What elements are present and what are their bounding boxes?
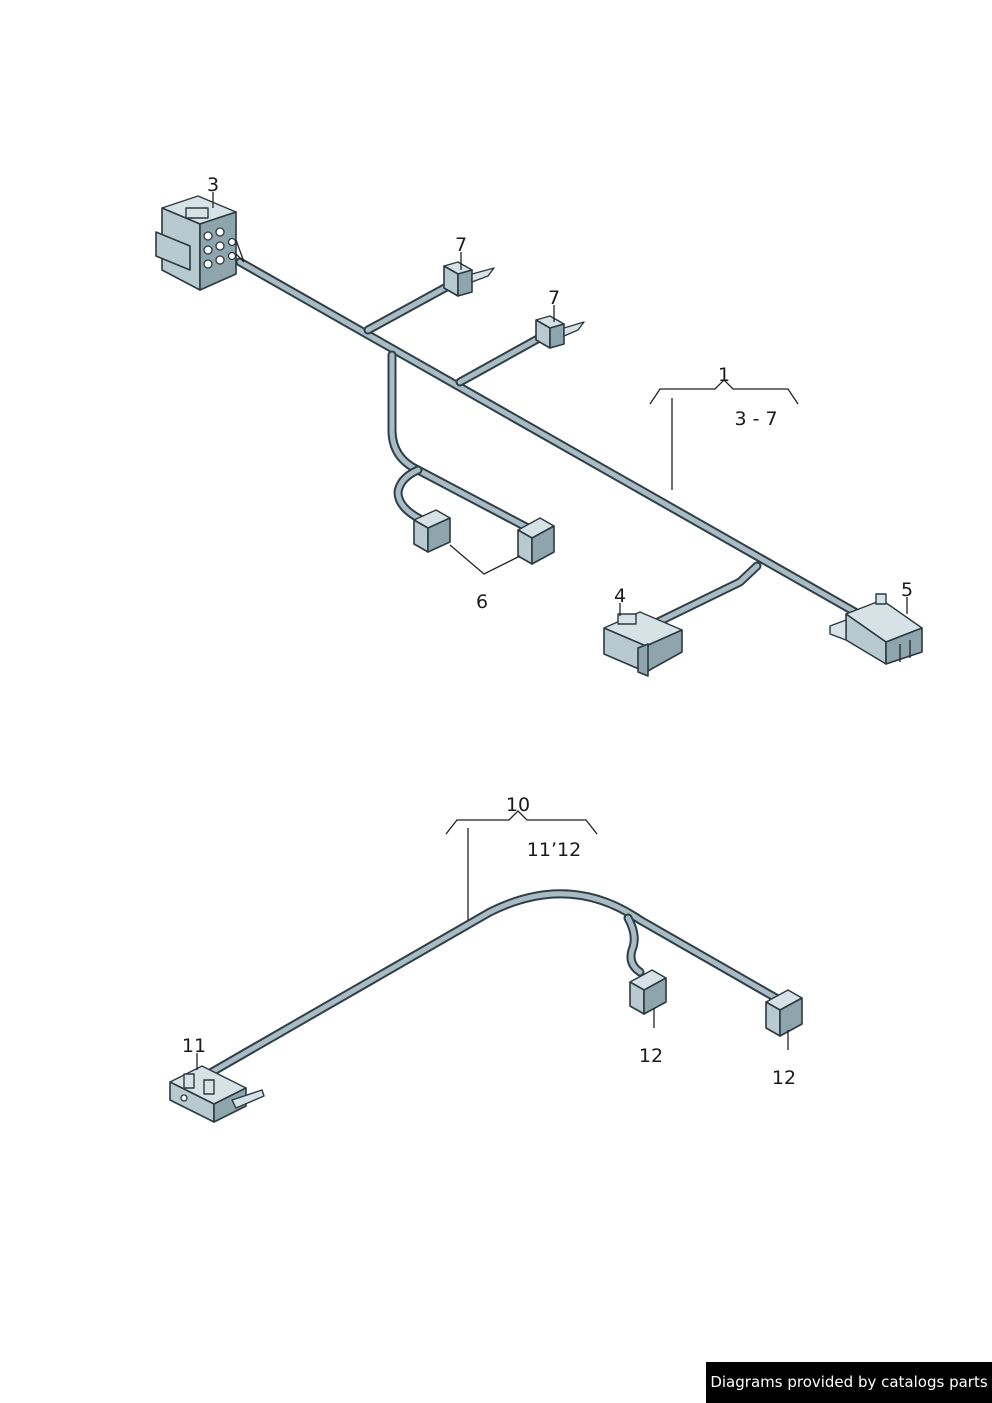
label-part-12b: 12 <box>772 1067 796 1089</box>
harness-1-branch-7b <box>455 331 548 387</box>
bracket-assembly-1 <box>649 379 799 405</box>
harness-assembly-10 <box>169 810 803 1123</box>
harness-assembly-1 <box>155 192 923 677</box>
leader-lines-assembly-10 <box>196 828 789 1070</box>
label-part-3: 3 <box>207 174 219 196</box>
harness-10-main-wire <box>207 889 781 1077</box>
leader-lines-assembly-1 <box>212 192 908 616</box>
connector-12a <box>629 969 667 1015</box>
connector-7b <box>535 315 585 349</box>
connector-6b <box>517 517 555 565</box>
diagram-credit-banner[interactable]: Diagrams provided by catalogs parts <box>706 1362 992 1403</box>
connector-5 <box>829 593 923 665</box>
connector-12b <box>765 989 803 1037</box>
label-part-6: 6 <box>476 591 488 613</box>
label-part-7a: 7 <box>455 234 467 256</box>
label-part-11: 11 <box>182 1035 206 1057</box>
bracket-assembly-10 <box>445 810 598 835</box>
label-part-5: 5 <box>901 579 913 601</box>
label-part-4: 4 <box>614 585 626 607</box>
harness-1-main-wire <box>235 257 860 617</box>
connector-4 <box>603 611 683 677</box>
label-range-10: 11’12 <box>527 839 581 861</box>
label-part-1: 1 <box>718 364 730 386</box>
connector-3 <box>155 195 245 291</box>
connector-7a <box>443 261 495 297</box>
label-part-7b: 7 <box>548 287 560 309</box>
label-part-10: 10 <box>506 794 530 816</box>
harness-1-branch-6 <box>387 350 533 533</box>
connector-11 <box>169 1065 265 1123</box>
harness-10-branch-12a <box>623 913 645 977</box>
label-part-12a: 12 <box>639 1045 663 1067</box>
harness-1-branch-4 <box>653 561 762 627</box>
label-range-1: 3 - 7 <box>734 408 777 430</box>
harness-1-branch-7a <box>363 279 457 335</box>
connector-6a <box>413 509 451 553</box>
